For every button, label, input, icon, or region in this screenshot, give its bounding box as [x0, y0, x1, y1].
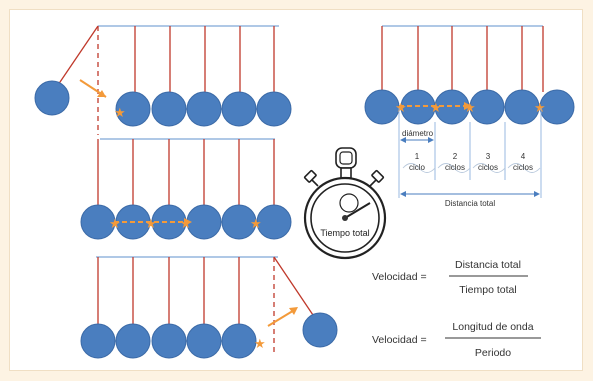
- ball: [364, 89, 400, 125]
- star-icon: ★: [534, 101, 546, 116]
- formula-1-numerator: Distancia total: [455, 259, 521, 271]
- cycle-wave: [437, 163, 471, 173]
- ball: [221, 91, 257, 127]
- star-icon: ★: [464, 101, 476, 116]
- cycle-2-number: 2: [453, 152, 458, 161]
- stopwatch-icon: Tiempo total: [303, 147, 387, 260]
- ball: [115, 91, 151, 127]
- ball: [504, 89, 540, 125]
- ball: [80, 323, 116, 359]
- star-icon: ★: [145, 217, 157, 232]
- star-icon: ★: [430, 101, 442, 116]
- formula-2-numerator: Longitud de onda: [452, 321, 533, 333]
- ball: [151, 323, 187, 359]
- star-icon: ★: [180, 217, 192, 232]
- ball: [256, 91, 292, 127]
- ball: [221, 323, 257, 359]
- cycle-1-number: 1: [415, 152, 420, 161]
- ball: [221, 204, 257, 240]
- rebound-arrow: [267, 308, 297, 327]
- ball: [186, 91, 222, 127]
- ball: [115, 323, 151, 359]
- ball: [151, 91, 187, 127]
- cradle-bottom-left: ★: [80, 256, 338, 359]
- star-icon: ★: [395, 101, 407, 116]
- cycle-3-number: 3: [486, 152, 491, 161]
- energy-path-arrow-head: [184, 218, 192, 226]
- cycle-wave: [507, 163, 541, 173]
- raised-string: [273, 256, 316, 319]
- star-icon: ★: [254, 337, 266, 352]
- cradle-top-right: ★ ★ ★ ★ diámetro 1 ciclo 2 ciclos 3 cicl…: [364, 25, 575, 208]
- ball: [186, 323, 222, 359]
- formula-1-lhs: Velocidad =: [372, 271, 427, 283]
- raised-string: [57, 25, 99, 86]
- cycle-4-word: ciclos: [513, 163, 533, 172]
- raised-ball: [34, 80, 70, 116]
- stopwatch-label: Tiempo total: [320, 228, 369, 238]
- formula-1-denominator: Tiempo total: [459, 284, 516, 296]
- cycle-wave: [402, 163, 436, 173]
- star-icon: ★: [109, 217, 121, 232]
- total-distance-label: Distancia total: [445, 199, 495, 208]
- energy-path-arrow-head: [464, 102, 472, 110]
- star-icon: ★: [114, 106, 126, 121]
- ball: [186, 204, 222, 240]
- diameter-label: diámetro: [402, 129, 434, 138]
- velocity-formula-2: Velocidad = Longitud de onda Periodo: [372, 321, 541, 359]
- ball: [256, 204, 292, 240]
- ball: [539, 89, 575, 125]
- formula-2-lhs: Velocidad =: [372, 334, 427, 346]
- impact-arrow-head: [97, 90, 106, 97]
- cycle-4-number: 4: [521, 152, 526, 161]
- raised-ball: [302, 312, 338, 348]
- cycle-wave: [472, 163, 506, 173]
- cycle-1-word: ciclo: [409, 163, 426, 172]
- rebound-arrow-head: [289, 307, 298, 315]
- cycle-3-word: ciclos: [478, 163, 498, 172]
- cradle-top-left: ★: [34, 25, 292, 135]
- cycle-2-word: ciclos: [445, 163, 465, 172]
- formula-2-denominator: Periodo: [475, 347, 511, 359]
- velocity-formula-1: Velocidad = Distancia total Tiempo total: [372, 259, 528, 296]
- cradle-middle-left: ★ ★ ★ ★: [80, 138, 292, 240]
- star-icon: ★: [250, 217, 262, 232]
